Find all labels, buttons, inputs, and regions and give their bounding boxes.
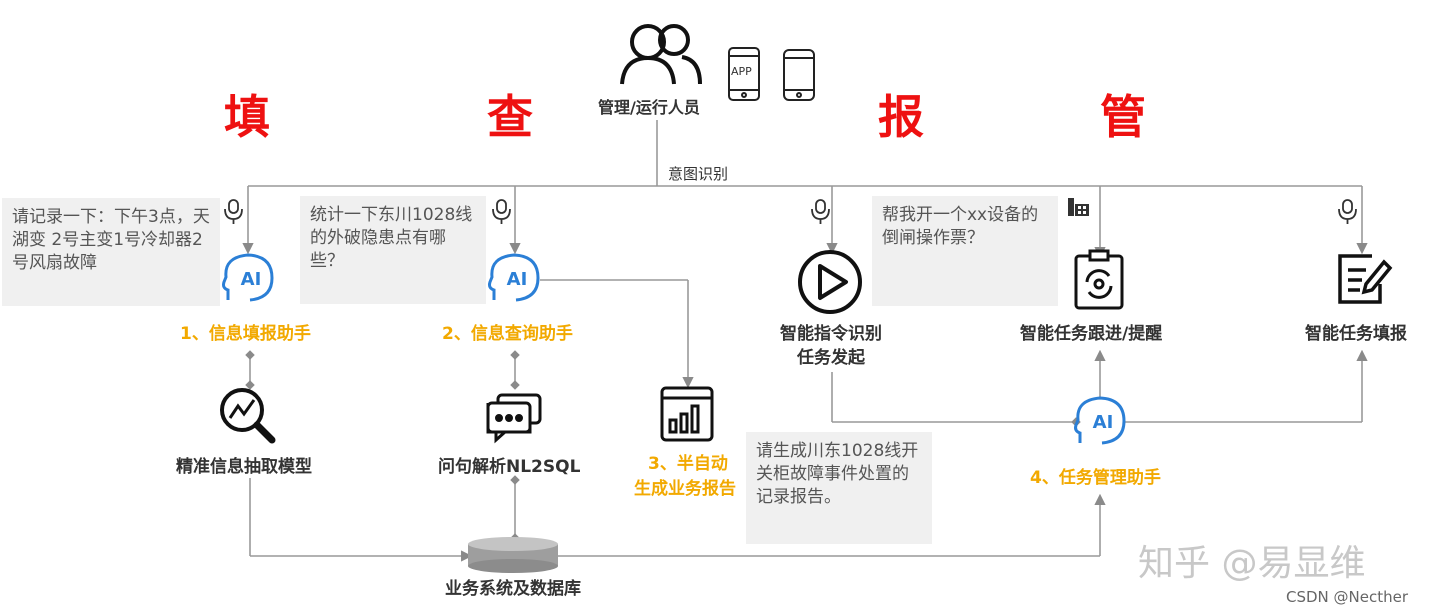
desk-phone-icon bbox=[1068, 198, 1089, 216]
extract-model-label: 精准信息抽取模型 bbox=[176, 457, 312, 477]
assistant-task-label: 4、任务管理助手 bbox=[1030, 468, 1161, 488]
ai-badge: AI bbox=[1093, 412, 1114, 433]
task-fill-label: 智能任务填报 bbox=[1305, 324, 1407, 344]
heading-query: 查 bbox=[487, 90, 533, 144]
app-label: APP bbox=[731, 65, 752, 78]
zhihu-watermark: 知乎 @易显维 bbox=[1138, 543, 1366, 584]
user-label: 管理/运行人员 bbox=[598, 98, 700, 117]
ai-badge: AI bbox=[241, 269, 262, 290]
bubble-fill: 请记录一下：下午3点，天湖变 2号主变1号冷却器2号风扇故障 bbox=[2, 198, 220, 306]
mic-icon bbox=[1338, 199, 1357, 224]
assistant-report-label-2: 生成业务报告 bbox=[634, 479, 736, 499]
bubble-report: 请生成川东1028线开关柜故障事件处置的记录报告。 bbox=[746, 432, 932, 544]
intent-label: 意图识别 bbox=[668, 165, 729, 183]
phone-icon bbox=[783, 49, 815, 101]
ai-head-icon bbox=[488, 253, 540, 302]
bubble-query: 统计一下东川1028线的外破隐患点有哪些？ bbox=[300, 196, 486, 304]
mic-icon bbox=[492, 199, 511, 224]
ai-head-icon bbox=[222, 253, 274, 302]
ai-head-icon bbox=[1074, 396, 1126, 445]
report-chart-icon bbox=[660, 386, 714, 442]
command-recognition-label-1: 智能指令识别 bbox=[780, 324, 882, 344]
chat-bubbles-icon bbox=[486, 393, 542, 444]
heading-manage: 管 bbox=[1100, 90, 1146, 144]
mic-icon bbox=[224, 199, 243, 224]
play-icon bbox=[798, 250, 862, 314]
clipboard-refresh-icon bbox=[1074, 249, 1124, 310]
database-icon bbox=[468, 537, 558, 573]
ai-badge: AI bbox=[507, 269, 528, 290]
csdn-watermark: CSDN @Necther bbox=[1286, 588, 1409, 606]
bubble-ticket: 帮我开一个xx设备的倒闸操作票？ bbox=[872, 196, 1058, 306]
command-recognition-label-2: 任务发起 bbox=[797, 348, 865, 368]
nl2sql-label: 问句解析NL2SQL bbox=[438, 457, 581, 477]
heading-fill: 填 bbox=[224, 90, 270, 144]
heading-report: 报 bbox=[878, 90, 924, 144]
app-phone-icon bbox=[728, 47, 760, 101]
mic-icon bbox=[811, 199, 830, 224]
users-icon bbox=[620, 24, 702, 85]
search-analytics-icon bbox=[220, 388, 276, 444]
document-edit-icon bbox=[1338, 254, 1393, 304]
task-followup-label: 智能任务跟进/提醒 bbox=[1020, 324, 1163, 344]
assistant-query-label: 2、信息查询助手 bbox=[442, 324, 573, 344]
assistant-fill-label: 1、信息填报助手 bbox=[180, 324, 311, 344]
assistant-report-label-1: 3、半自动 bbox=[648, 454, 728, 474]
database-label: 业务系统及数据库 bbox=[445, 579, 581, 599]
